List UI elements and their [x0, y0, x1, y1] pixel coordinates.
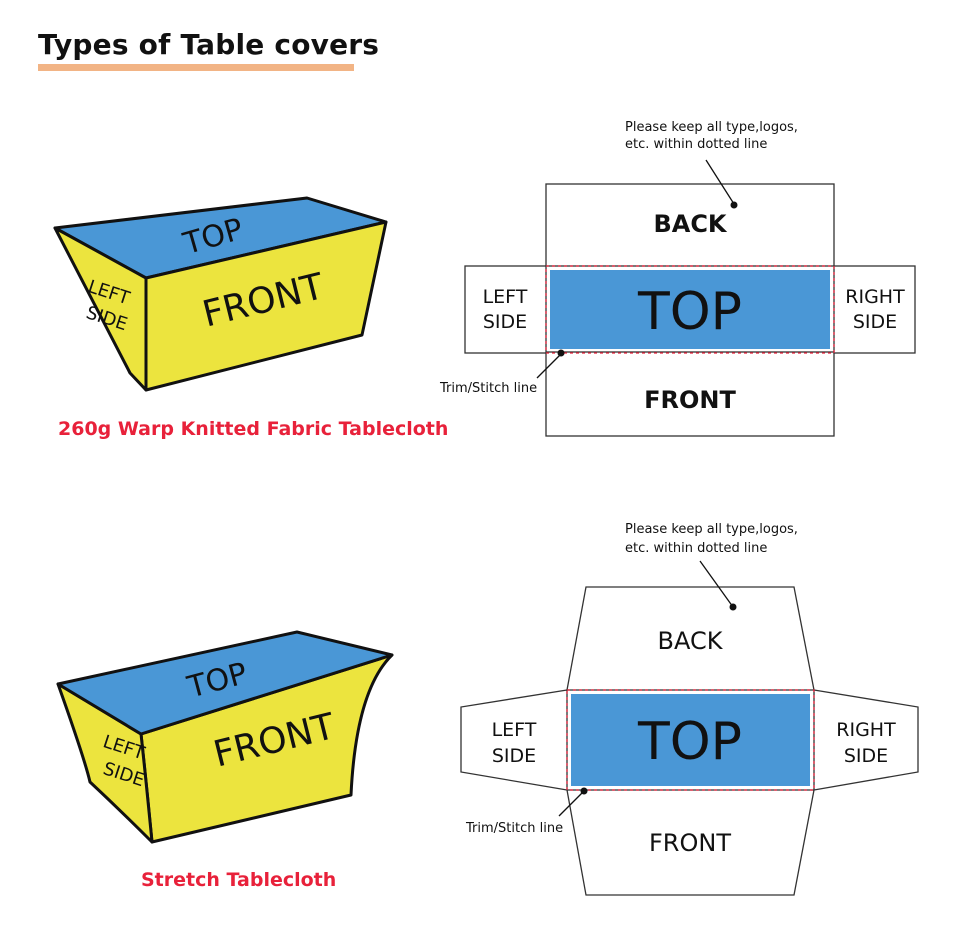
- back-label: BACK: [653, 210, 727, 238]
- table-left-side-face: [53, 226, 148, 392]
- stretch-top-label: TOP: [637, 712, 742, 772]
- trim-label: Trim/Stitch line: [439, 381, 537, 396]
- stretch-illustration: [56, 630, 394, 844]
- warp-knitted-template: [464, 159, 916, 437]
- note-pointer-line: [705, 159, 735, 205]
- stretch-left-side-face: [56, 682, 154, 844]
- stretch-top-panel: [571, 694, 810, 786]
- stretch-trim-pointer-dot: [580, 787, 588, 795]
- stretch-left-side-panel: [460, 689, 568, 791]
- stretch-note-line-1: Please keep all type,logos,: [625, 522, 798, 537]
- stretch-top-face: [56, 630, 394, 736]
- stretch-note-pointer-line: [699, 560, 734, 608]
- stretch-front-label: FRONT: [649, 829, 731, 857]
- title-underline: [38, 64, 354, 71]
- stretch-right-label-line1: RIGHT: [836, 719, 896, 741]
- left-side-panel: [464, 265, 547, 354]
- stretch-left-label-line1: LEFT: [492, 719, 537, 741]
- trim-pointer-line: [536, 353, 562, 379]
- left-label-line2: SIDE: [483, 311, 527, 333]
- stretch-back-label: BACK: [658, 627, 724, 655]
- stretch-left-label-line2: SIDE: [492, 745, 536, 767]
- note-pointer-dot: [730, 201, 738, 209]
- left-label-line1: LEFT: [483, 286, 528, 308]
- stretch-trim-label: Trim/Stitch line: [465, 821, 563, 836]
- top-label: TOP: [637, 282, 742, 342]
- note-line-1: Please keep all type,logos,: [625, 120, 798, 135]
- caption-warp-knitted: 260g Warp Knitted Fabric Tablecloth: [58, 418, 449, 440]
- stretch-trim-pointer-line: [558, 790, 585, 817]
- stretch-dotted-trim-line: [566, 689, 815, 791]
- note-line-2: etc. within dotted line: [625, 137, 767, 152]
- warp-knitted-illustration: [53, 196, 388, 392]
- top-panel: [550, 270, 830, 349]
- trim-pointer-dot: [557, 349, 565, 357]
- stretch-template: [460, 586, 919, 896]
- right-label-line1: RIGHT: [845, 286, 905, 308]
- caption-stretch: Stretch Tablecloth: [141, 869, 337, 891]
- front-panel: [545, 351, 835, 437]
- dotted-trim-line: [545, 265, 835, 354]
- page-title: Types of Table covers: [38, 28, 380, 61]
- stretch-front-panel: [566, 789, 815, 896]
- right-side-panel: [833, 265, 916, 354]
- right-label-line2: SIDE: [853, 311, 897, 333]
- stretch-note-pointer-dot: [729, 603, 737, 611]
- front-label: FRONT: [644, 386, 736, 414]
- stretch-right-label-line2: SIDE: [844, 745, 888, 767]
- stretch-note-line-2: etc. within dotted line: [625, 541, 767, 556]
